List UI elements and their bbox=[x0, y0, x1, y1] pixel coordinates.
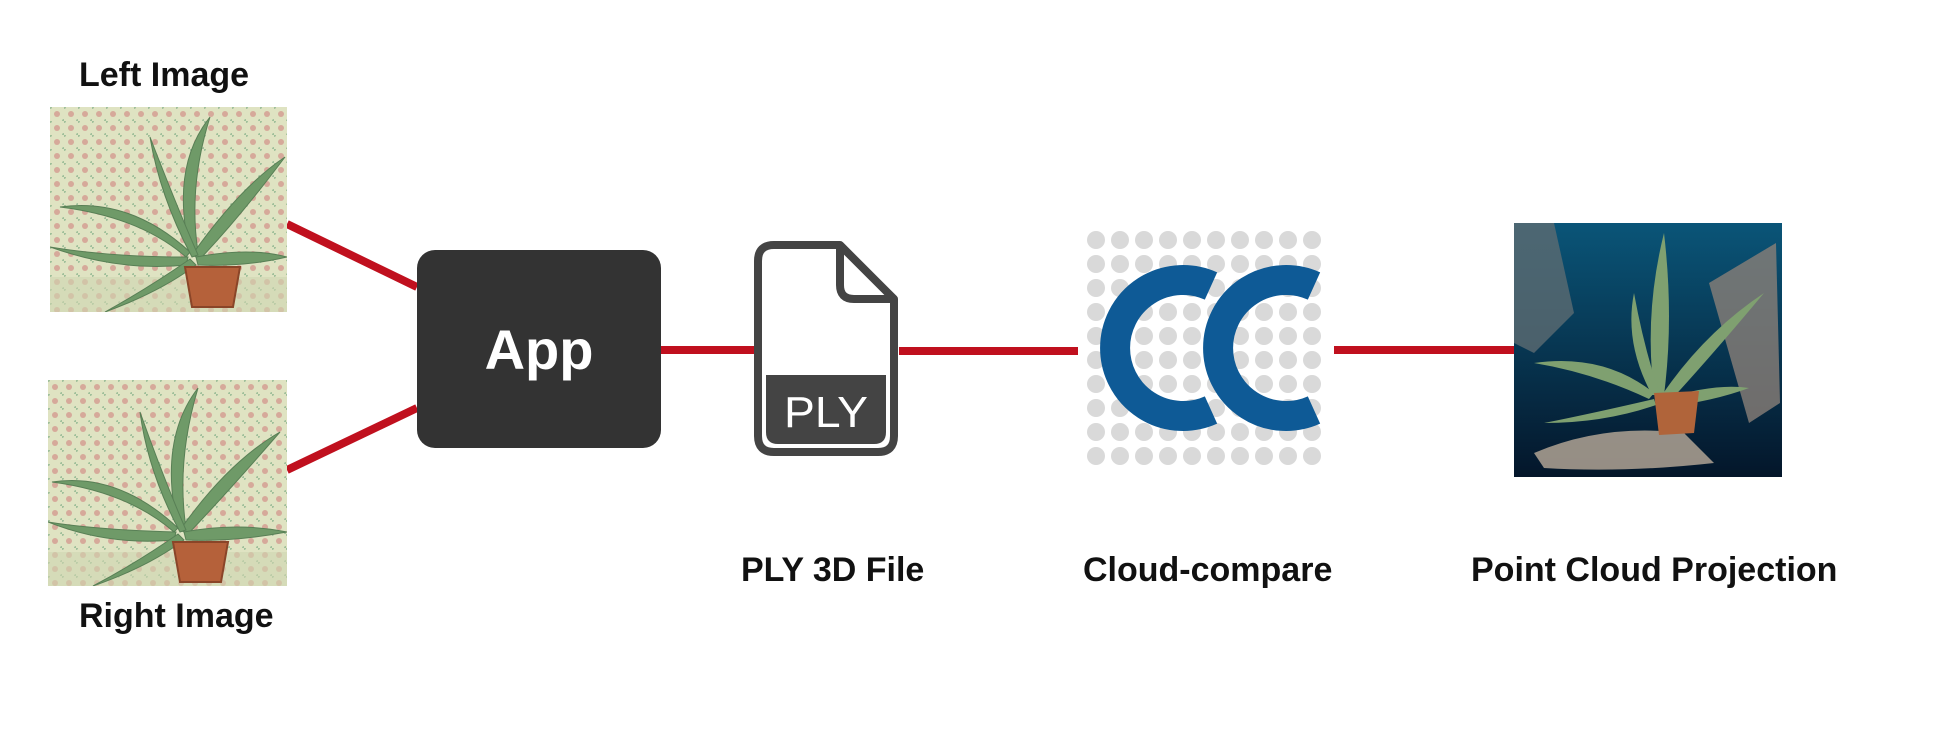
right-image-thumbnail bbox=[48, 380, 287, 586]
app-label: App bbox=[484, 317, 594, 381]
left-image-label: Left Image bbox=[79, 56, 250, 94]
point-cloud-image bbox=[1514, 223, 1782, 477]
right-image-label: Right Image bbox=[79, 597, 274, 635]
ply-file-label: PLY 3D File bbox=[741, 551, 925, 589]
point-cloud-label: Point Cloud Projection bbox=[1471, 551, 1838, 589]
cloud-compare-logo bbox=[1086, 230, 1326, 470]
app-box: App bbox=[417, 250, 661, 448]
file-icon: PLY bbox=[752, 240, 900, 458]
connector-left-to-app bbox=[285, 220, 419, 291]
connector-right-to-app bbox=[285, 404, 419, 474]
left-image-thumbnail bbox=[50, 107, 287, 312]
cloud-compare-label: Cloud-compare bbox=[1083, 551, 1333, 589]
file-icon-badge: PLY bbox=[784, 388, 868, 437]
